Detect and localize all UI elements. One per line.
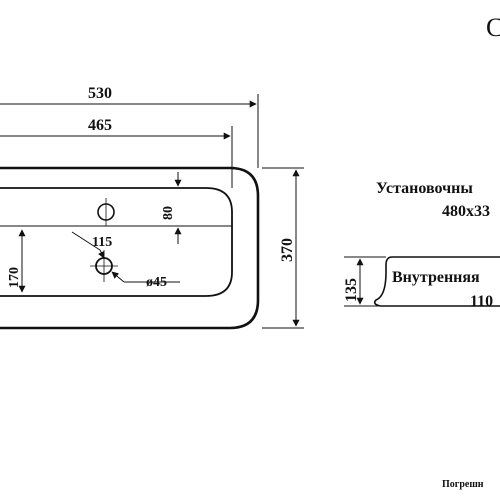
side-profile-outline	[373, 256, 500, 307]
basin-outer-outline	[0, 166, 260, 330]
dim-label-80: 80	[161, 206, 176, 220]
dim-label-465: 465	[88, 117, 112, 134]
install-title: Установочны	[376, 180, 473, 197]
corner-mark: С	[486, 13, 500, 42]
basin-inner-outline	[0, 187, 233, 297]
dim-label-530: 530	[88, 85, 112, 102]
dim-line-115-b	[98, 249, 105, 259]
inner-title: Внутренняя	[392, 269, 480, 286]
dim-label-135: 135	[343, 278, 360, 302]
dim-label-115: 115	[92, 235, 112, 250]
leader-d45-arrow	[111, 271, 125, 283]
inner-value: 110	[470, 293, 493, 310]
dim-label-d45: ø45	[146, 275, 167, 290]
dim-label-370: 370	[279, 238, 296, 262]
install-size: 480х33	[442, 203, 490, 220]
dim-label-170: 170	[7, 267, 22, 288]
footer-note: Погрешн	[442, 479, 484, 490]
dim-line-115-a	[71, 231, 101, 251]
